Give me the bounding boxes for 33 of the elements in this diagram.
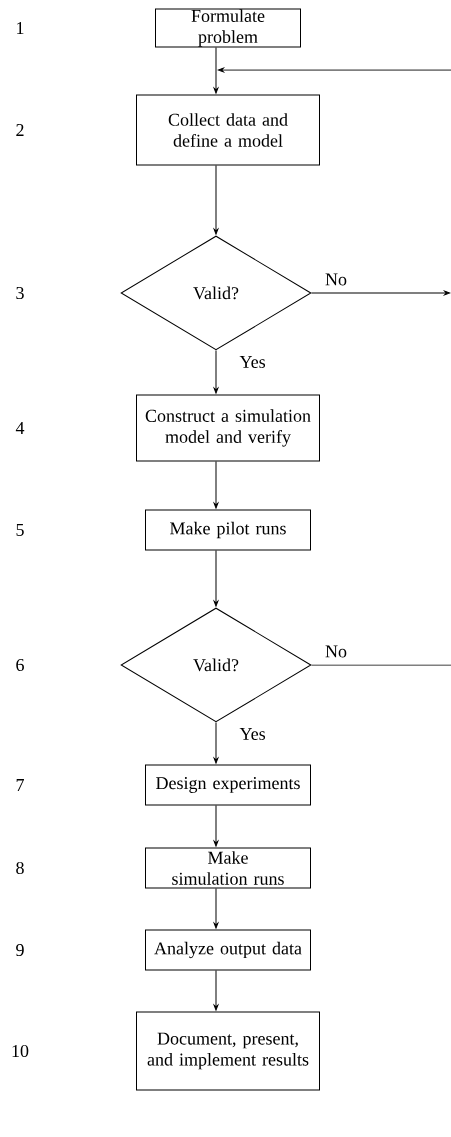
arrow — [213, 970, 219, 1011]
process-box: Document, present, and implement results — [136, 1011, 320, 1091]
arrow — [217, 67, 451, 73]
step-number: 10 — [12, 1044, 29, 1058]
process-box: Construct a simulation model and verify — [136, 394, 320, 462]
process-box: Collect data and define a model — [136, 94, 320, 166]
arrow — [213, 461, 219, 509]
arrow — [213, 888, 219, 929]
step-number: 6 — [16, 658, 24, 672]
process-box: Formulate problem — [155, 8, 301, 48]
arrow — [311, 290, 451, 296]
step-number: 4 — [15, 422, 25, 434]
step-number: 7 — [16, 779, 24, 791]
process-box: Design experiments — [145, 764, 311, 806]
arrow — [213, 350, 219, 394]
step-number: 9 — [16, 943, 24, 957]
arrow — [213, 805, 219, 847]
edge-label: No — [325, 273, 347, 286]
step-number: 5 — [16, 524, 24, 536]
edge-label: Yes — [239, 356, 266, 368]
process-box: Make pilot runs — [145, 509, 311, 551]
process-box: Make simulation runs — [145, 847, 311, 889]
step-number: 3 — [16, 286, 24, 300]
step-number: 8 — [16, 861, 24, 875]
process-box: Analyze output data — [145, 929, 311, 971]
edge-label: No — [325, 645, 347, 658]
arrow — [213, 722, 219, 764]
edge-label: Yes — [239, 728, 266, 740]
arrow — [213, 550, 219, 607]
arrow — [213, 47, 219, 94]
arrow — [213, 165, 219, 235]
step-number: 2 — [16, 124, 24, 136]
step-number: 1 — [17, 22, 24, 34]
